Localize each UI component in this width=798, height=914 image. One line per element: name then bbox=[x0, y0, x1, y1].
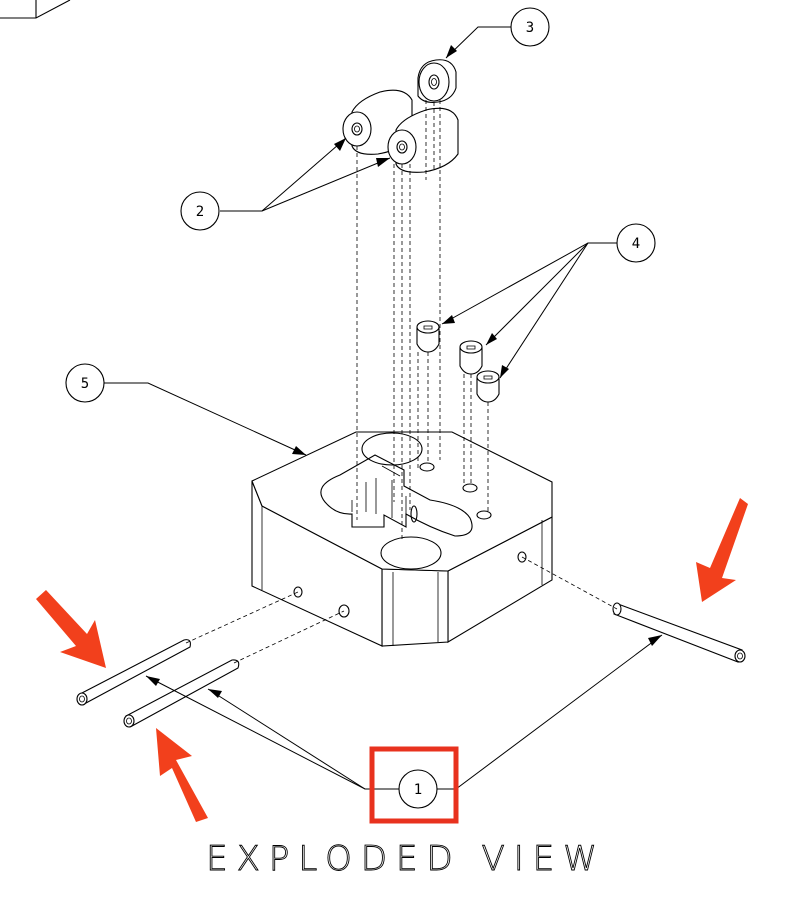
balloon-3: 3 bbox=[510, 7, 550, 47]
balloon-1: 1 bbox=[398, 769, 438, 809]
balloon-5: 5 bbox=[65, 363, 105, 403]
balloon-2: 2 bbox=[180, 191, 220, 231]
caption-exploded-view: EXPLODED VIEW bbox=[206, 839, 606, 879]
dowel-pin-left-1 bbox=[76, 639, 191, 706]
bushing-top bbox=[417, 59, 457, 103]
bushing-middle bbox=[387, 107, 459, 173]
dowel-pin-right bbox=[612, 602, 746, 663]
corner-fragment bbox=[0, 0, 71, 19]
screw-1 bbox=[416, 320, 440, 353]
highlight-box bbox=[369, 746, 459, 824]
svg-text:4: 4 bbox=[632, 236, 640, 252]
svg-text:1: 1 bbox=[414, 782, 422, 798]
balloon-4: 4 bbox=[616, 223, 656, 263]
dowel-pin-left-2 bbox=[123, 659, 240, 728]
red-arrow-right bbox=[696, 498, 748, 602]
svg-text:2: 2 bbox=[196, 204, 204, 220]
svg-text:3: 3 bbox=[526, 20, 534, 36]
leader-lines bbox=[104, 26, 663, 790]
red-arrow-lower-left bbox=[156, 728, 208, 822]
red-arrow-upper-left bbox=[36, 590, 106, 668]
svg-text:5: 5 bbox=[81, 376, 89, 392]
screw-2 bbox=[459, 340, 483, 375]
screw-3 bbox=[476, 370, 500, 403]
